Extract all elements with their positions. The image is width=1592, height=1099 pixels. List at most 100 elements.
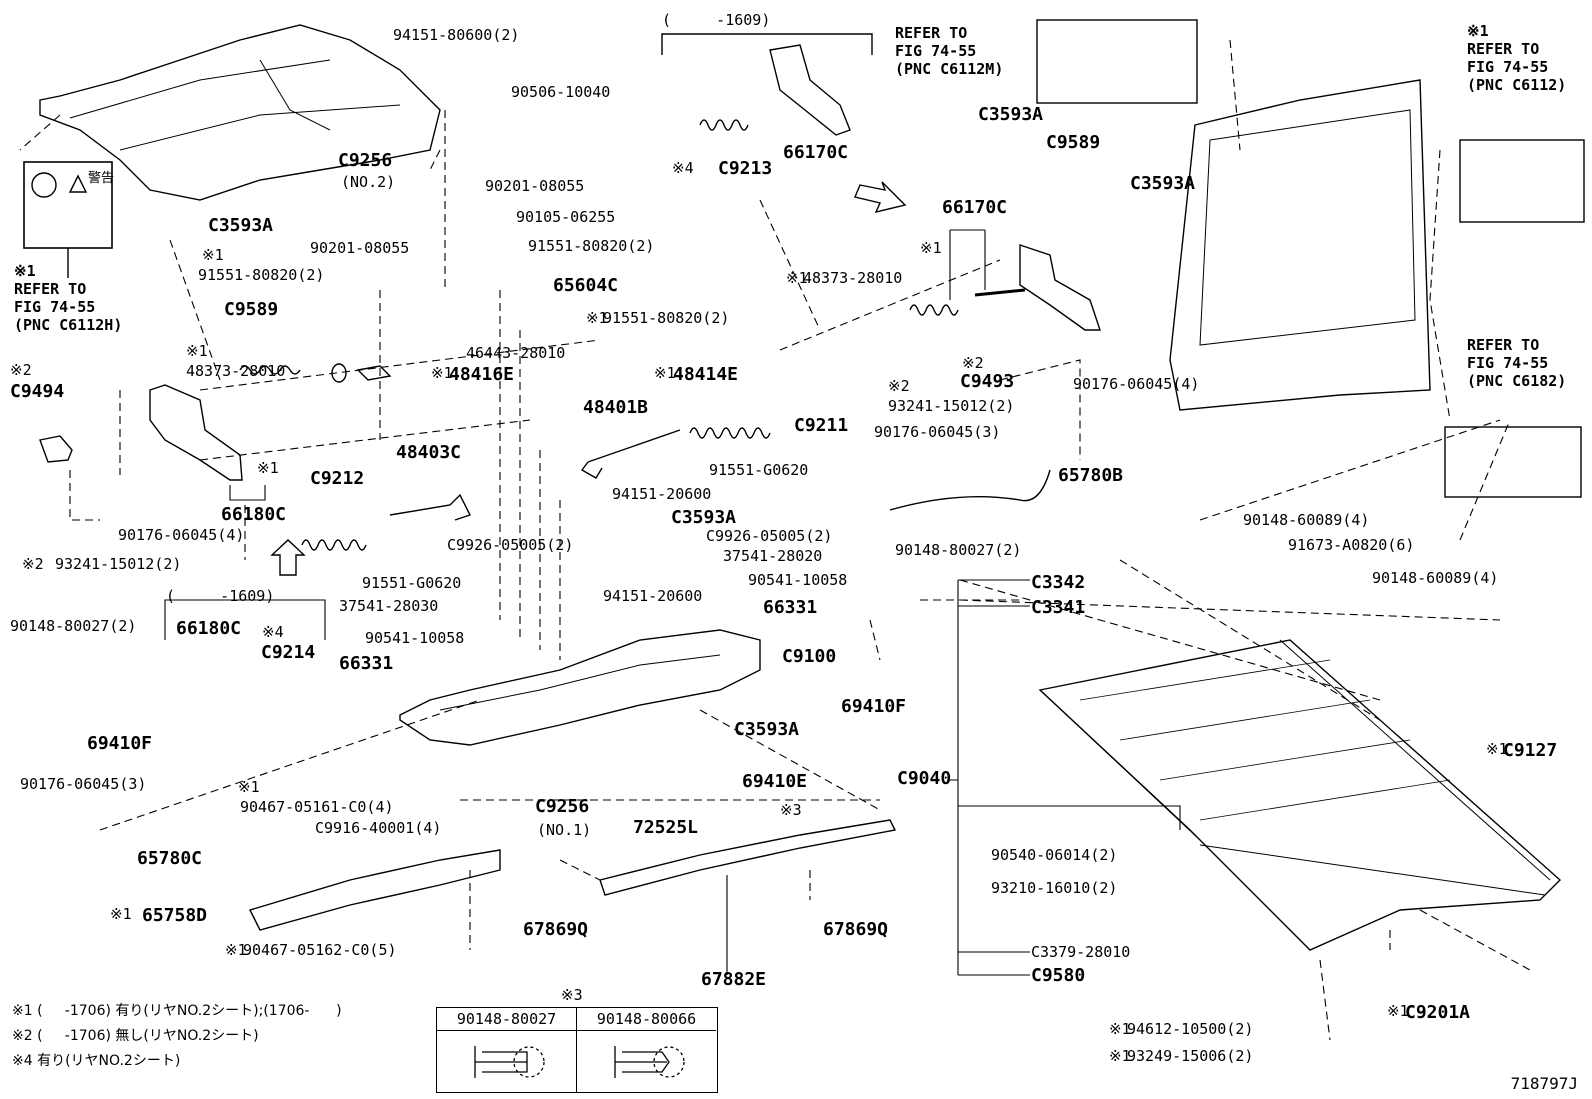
- part-label: 94151-20600: [612, 485, 712, 503]
- refer-note-line: ※1: [14, 262, 36, 280]
- part-label: 66331: [339, 653, 394, 674]
- part-label: 90105-06255: [516, 208, 616, 226]
- condition-mark: ※1: [186, 342, 208, 360]
- part-label: 66170C: [783, 142, 849, 163]
- direction-arrow-icon: [854, 181, 907, 214]
- part-label: C9589: [1046, 132, 1101, 153]
- part-label: 90176-06045(4): [1073, 375, 1200, 393]
- condition-mark: ※2: [22, 555, 44, 573]
- part-label: 66180C: [221, 504, 287, 525]
- refer-note-line: REFER TO: [1467, 40, 1540, 58]
- refer-note-line: FIG 74-55: [14, 298, 96, 316]
- part-label: 48414E: [673, 364, 739, 385]
- condition-mark: ※4: [672, 159, 694, 177]
- part-label: (NO.1): [537, 821, 592, 839]
- rail-65758d: [249, 849, 501, 931]
- part-label: 91551-G0620: [362, 574, 462, 592]
- part-label: 91551-80820(2): [528, 237, 655, 255]
- part-label: C9580: [1031, 965, 1086, 986]
- part-label: 90176-06045(3): [20, 775, 147, 793]
- refer-note-line: REFER TO: [14, 280, 87, 298]
- bolt-icon-b: [614, 1046, 670, 1078]
- condition-mark: ※2: [10, 361, 32, 379]
- part-label: 94612-10500(2): [1127, 1020, 1254, 1038]
- part-label: 91551-80820(2): [603, 309, 730, 327]
- part-label: C3593A: [734, 719, 800, 740]
- part-label: 48401B: [583, 397, 649, 418]
- part-label: C9926-05005(2): [447, 536, 574, 554]
- footnote: ※4 有り(リヤNO.2シート): [12, 1053, 181, 1069]
- label-c6112m-frame: [1036, 19, 1198, 104]
- footnote: ※1 ( -1706) 有り(リヤNO.2シート);(1706- ): [12, 1003, 342, 1019]
- part-label: C9256: [338, 150, 393, 171]
- fastener-col-1: 90148-80027: [437, 1008, 577, 1031]
- part-label: 66331: [763, 597, 818, 618]
- part-label: C9494: [10, 381, 65, 402]
- part-label: 67882E: [701, 969, 767, 990]
- part-label: 69410F: [841, 696, 907, 717]
- part-label: C9256: [535, 796, 590, 817]
- part-label: C9493: [960, 371, 1015, 392]
- part-label: 66170C: [942, 197, 1008, 218]
- refer-note-line: ※1: [1467, 22, 1489, 40]
- bracket-66170c-right: [1019, 244, 1101, 331]
- refer-note-line: FIG 74-55: [895, 42, 977, 60]
- part-label: 90148-60089(4): [1243, 511, 1370, 529]
- condition-mark: ※1: [431, 364, 453, 382]
- part-label: C9212: [310, 468, 365, 489]
- warning-triangle-icon: [68, 174, 88, 193]
- part-label: 65780C: [137, 848, 203, 869]
- refer-note-line: REFER TO: [895, 24, 968, 42]
- part-label: C3593A: [1130, 173, 1196, 194]
- part-label: C9916-40001(4): [315, 819, 442, 837]
- part-label: C3342: [1031, 572, 1086, 593]
- part-label: 90541-10058: [748, 571, 848, 589]
- part-label: C9926-05005(2): [706, 527, 833, 545]
- refer-note-line: REFER TO: [1467, 336, 1540, 354]
- part-label: 90148-80027(2): [10, 617, 137, 635]
- tray-c9040-rail: [1039, 639, 1551, 896]
- warning-label-title: 警告: [88, 171, 115, 186]
- part-label: 90201-08055: [485, 177, 585, 195]
- condition-mark: ※1: [920, 239, 942, 257]
- part-label: 67869Q: [523, 919, 589, 940]
- part-label: 65604C: [553, 275, 619, 296]
- fastener-table: ※3 90148-80027 90148-80066: [436, 986, 718, 1093]
- condition-mark: ※1: [1109, 1047, 1131, 1065]
- part-label: (NO.2): [341, 173, 396, 191]
- part-label: C9040: [897, 768, 952, 789]
- part-label: C9589: [224, 299, 279, 320]
- part-label: C3593A: [208, 215, 274, 236]
- spring-c9211: [689, 427, 771, 439]
- part-label: 69410E: [742, 771, 808, 792]
- rail-67882e: [599, 819, 897, 896]
- condition-mark: ※1: [586, 309, 608, 327]
- condition-mark: ※1: [110, 905, 132, 923]
- condition-mark: ※1: [1387, 1002, 1409, 1020]
- part-label: C9100: [782, 646, 837, 667]
- condition-mark: ※1: [202, 246, 224, 264]
- part-label: 90201-08055: [310, 239, 410, 257]
- part-label: 90540-06014(2): [991, 846, 1118, 864]
- condition-mark: ※1: [1109, 1020, 1131, 1038]
- part-label: 90176-06045(4): [118, 526, 245, 544]
- floor-panel-rib: [69, 59, 401, 151]
- back-panel-inner: [1199, 109, 1416, 346]
- condition-mark: ※2: [962, 354, 984, 372]
- bracket-66170c-top: [769, 44, 851, 136]
- condition-mark: ※4: [262, 623, 284, 641]
- figure-id: 718797J: [1510, 1074, 1578, 1093]
- refer-note-line: (PNC C6182): [1467, 372, 1567, 390]
- part-label: 48416E: [449, 364, 515, 385]
- part-label: 37541-28020: [723, 547, 823, 565]
- spring-c9213: [699, 119, 749, 131]
- direction-arrow-up-icon: [270, 539, 306, 576]
- part-label: 48403C: [396, 442, 462, 463]
- part-label: 90467-05162-C0(5): [243, 941, 397, 959]
- part-label: C9201A: [1405, 1002, 1471, 1023]
